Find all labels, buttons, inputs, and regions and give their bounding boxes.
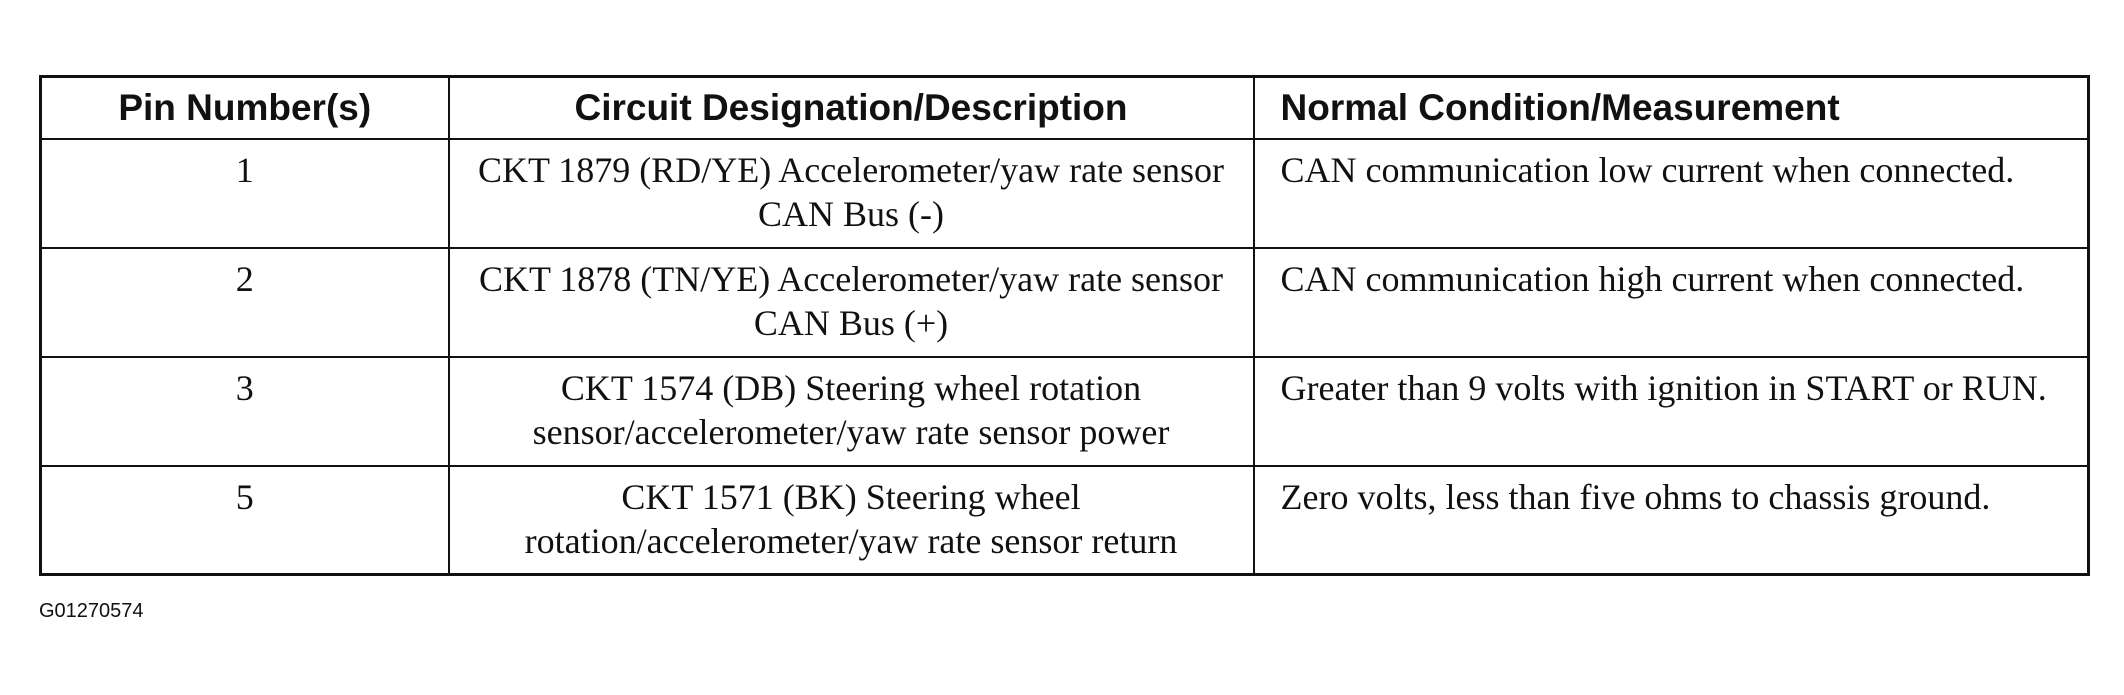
table-row: 2 CKT 1878 (TN/YE) Accelerometer/yaw rat… <box>39 246 2090 358</box>
table-row: 5 CKT 1571 (BK) Steering wheel rotation/… <box>39 464 2090 576</box>
pin-cell: 3 <box>39 355 450 467</box>
pin-cell: 1 <box>39 138 450 249</box>
table-row: 3 CKT 1574 (DB) Steering wheel rotation … <box>39 355 2090 467</box>
condition-cell: Greater than 9 volts with ignition in ST… <box>1252 355 2090 467</box>
header-row: Pin Number(s) Circuit Designation/Descri… <box>39 75 2090 140</box>
circuit-cell: CKT 1879 (RD/YE) Accelerometer/yaw rate … <box>447 138 1255 249</box>
header-pin-number: Pin Number(s) <box>39 75 450 140</box>
condition-cell: Zero volts, less than five ohms to chass… <box>1252 464 2090 576</box>
condition-cell: CAN communication high current when conn… <box>1252 246 2090 358</box>
header-circuit-designation: Circuit Designation/Description <box>447 75 1255 140</box>
circuit-cell: CKT 1574 (DB) Steering wheel rotation se… <box>447 355 1255 467</box>
table-row: 1 CKT 1879 (RD/YE) Accelerometer/yaw rat… <box>39 138 2090 249</box>
circuit-cell: CKT 1571 (BK) Steering wheel rotation/ac… <box>447 464 1255 576</box>
figure-id: G01270574 <box>39 600 144 622</box>
circuit-cell: CKT 1878 (TN/YE) Accelerometer/yaw rate … <box>447 246 1255 358</box>
condition-cell: CAN communication low current when conne… <box>1252 138 2090 249</box>
header-normal-condition: Normal Condition/Measurement <box>1252 75 2090 140</box>
pin-cell: 2 <box>39 246 450 358</box>
pin-cell: 5 <box>39 464 450 576</box>
pin-chart-table: Pin Number(s) Circuit Designation/Descri… <box>39 75 2090 576</box>
